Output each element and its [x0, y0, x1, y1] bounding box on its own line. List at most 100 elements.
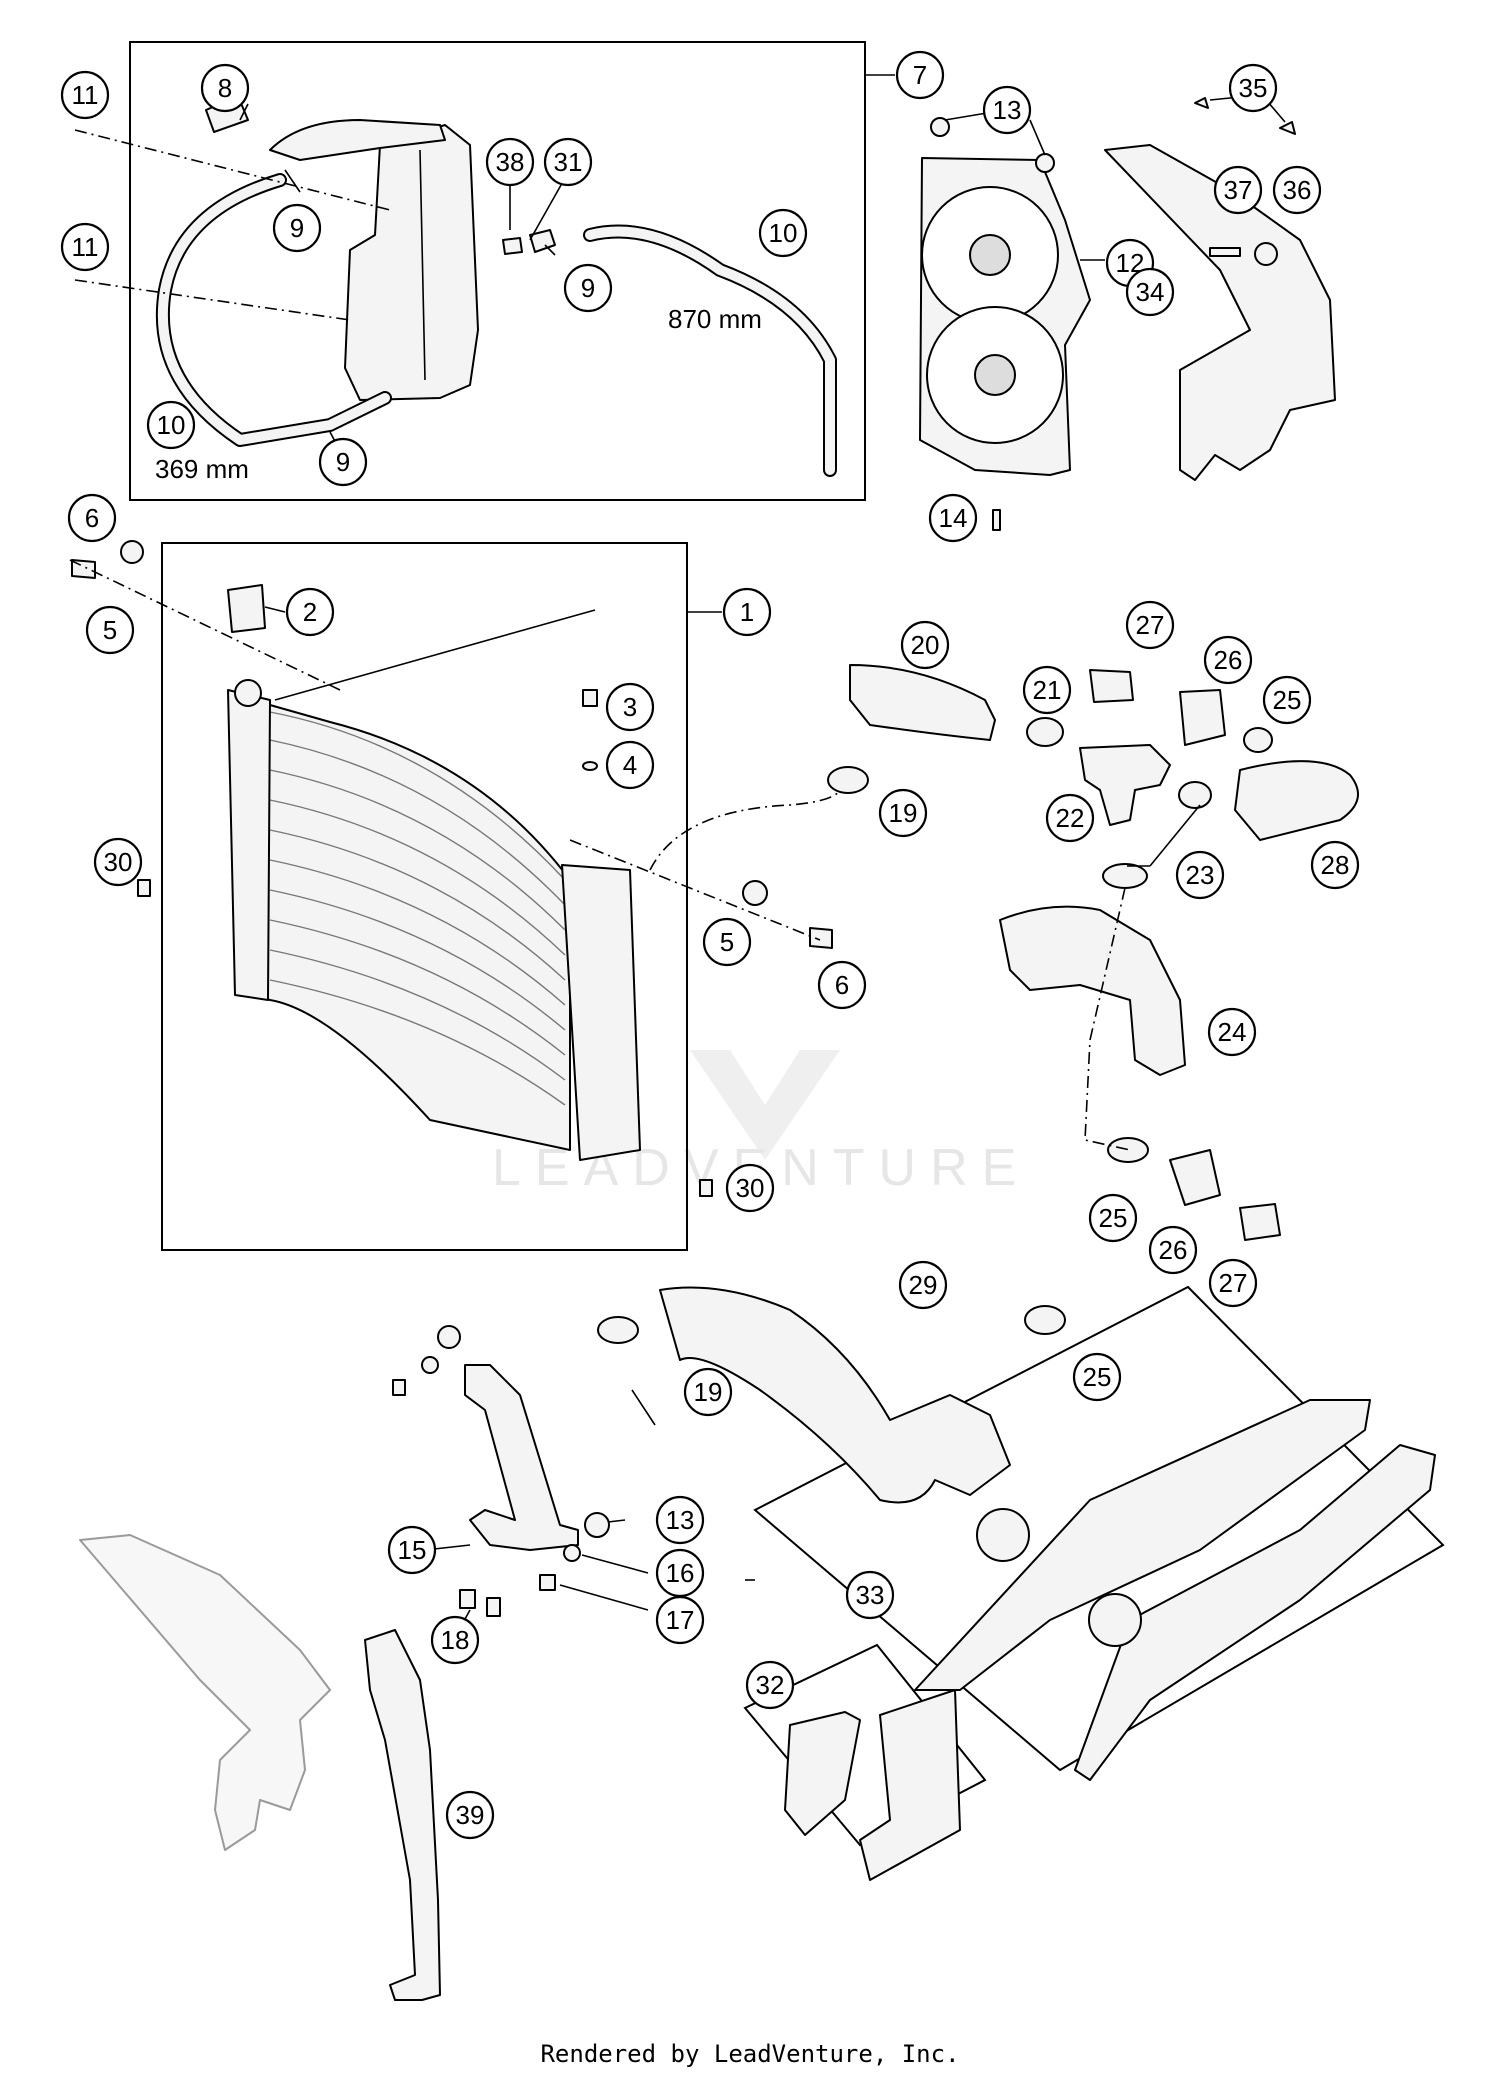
svg-text:4: 4 [623, 750, 637, 780]
callout-29[interactable]: 29 [898, 1260, 948, 1310]
duct-piece-32b[interactable] [859, 1689, 961, 1881]
callout-33[interactable]: 33 [845, 1570, 895, 1620]
bolt-3 [582, 689, 598, 707]
callout-19a[interactable]: 19 [878, 788, 928, 838]
svg-text:13: 13 [666, 1505, 695, 1535]
svg-text:10: 10 [157, 410, 186, 440]
callout-6b[interactable]: 6 [817, 960, 867, 1010]
callout-17[interactable]: 17 [655, 1595, 705, 1645]
hose-clamp-25a [1243, 727, 1273, 753]
callout-13a[interactable]: 13 [982, 85, 1032, 135]
callout-30b[interactable]: 30 [725, 1163, 775, 1213]
svg-text:35: 35 [1239, 73, 1268, 103]
callout-21[interactable]: 21 [1022, 665, 1072, 715]
callout-36[interactable]: 36 [1272, 165, 1322, 215]
hose-28[interactable] [1234, 760, 1359, 841]
callout-5a[interactable]: 5 [85, 605, 135, 655]
callout-15[interactable]: 15 [387, 1525, 437, 1575]
callout-31[interactable]: 31 [543, 137, 593, 187]
air-guide-39[interactable] [364, 1629, 441, 2001]
svg-text:7: 7 [913, 60, 927, 90]
screw-14 [992, 509, 1001, 531]
callout-10a[interactable]: 10 [758, 208, 808, 258]
callout-3[interactable]: 3 [605, 682, 655, 732]
callout-11b[interactable]: 11 [60, 222, 110, 272]
bushing-36 [1254, 242, 1278, 266]
callout-10b[interactable]: 10 [146, 400, 196, 450]
callout-26b[interactable]: 26 [1148, 1225, 1198, 1275]
callout-9b[interactable]: 9 [563, 263, 613, 313]
grommet-13c [437, 1325, 461, 1349]
callout-23[interactable]: 23 [1175, 850, 1225, 900]
svg-text:26: 26 [1214, 645, 1243, 675]
callout-11a[interactable]: 11 [60, 70, 110, 120]
callout-5b[interactable]: 5 [702, 917, 752, 967]
callout-37[interactable]: 37 [1213, 165, 1263, 215]
hose-29[interactable] [659, 1286, 1011, 1504]
svg-text:1: 1 [740, 597, 754, 627]
hose-clamp-21 [1026, 717, 1064, 747]
air-duct-33b[interactable] [1074, 1444, 1436, 1781]
svg-text:16: 16 [666, 1558, 695, 1588]
svg-text:5: 5 [103, 615, 117, 645]
hose-fitting [529, 229, 556, 253]
callout-19b[interactable]: 19 [683, 1367, 733, 1417]
svg-text:30: 30 [736, 1173, 765, 1203]
callout-2[interactable]: 2 [285, 587, 335, 637]
callout-18[interactable]: 18 [430, 1615, 480, 1665]
callout-34[interactable]: 34 [1125, 267, 1175, 317]
svg-text:6: 6 [835, 970, 849, 1000]
screw-18a [459, 1589, 476, 1609]
callout-13b[interactable]: 13 [655, 1495, 705, 1545]
duct-piece-32a[interactable] [784, 1711, 861, 1836]
svg-text:3: 3 [623, 692, 637, 722]
callout-14[interactable]: 14 [928, 493, 978, 543]
callout-16[interactable]: 16 [655, 1548, 705, 1598]
radiator-fan-assembly[interactable] [919, 157, 1091, 476]
callout-25b[interactable]: 25 [1088, 1193, 1138, 1243]
svg-text:24: 24 [1218, 1017, 1247, 1047]
callout-30a[interactable]: 30 [93, 837, 143, 887]
callout-22[interactable]: 22 [1045, 793, 1095, 843]
callout-24[interactable]: 24 [1207, 1007, 1257, 1057]
callout-8[interactable]: 8 [200, 63, 250, 113]
callout-27b[interactable]: 27 [1208, 1258, 1258, 1308]
bushing-5b [742, 880, 768, 906]
expansion-tank[interactable] [269, 119, 479, 401]
callout-32[interactable]: 32 [745, 1660, 795, 1710]
callout-39[interactable]: 39 [445, 1790, 495, 1840]
washer-16a [421, 1356, 439, 1374]
leader-lines [239, 94, 1286, 1629]
hose-length-870: 870 mm [668, 304, 762, 334]
callout-25a[interactable]: 25 [1262, 675, 1312, 725]
hose-24[interactable] [999, 905, 1186, 1076]
callout-27a[interactable]: 27 [1125, 600, 1175, 650]
callout-26a[interactable]: 26 [1203, 635, 1253, 685]
callout-20[interactable]: 20 [900, 620, 950, 670]
radiator-cap[interactable] [227, 584, 266, 633]
bracket-15[interactable] [464, 1364, 579, 1551]
air-duct-33a[interactable] [914, 1399, 1371, 1691]
svg-text:36: 36 [1283, 175, 1312, 205]
callout-1[interactable]: 1 [722, 587, 772, 637]
callout-9c[interactable]: 9 [318, 437, 368, 487]
svg-text:13: 13 [993, 95, 1022, 125]
callout-38[interactable]: 38 [485, 137, 535, 187]
radiator[interactable] [227, 679, 641, 1161]
hose-20[interactable] [849, 664, 996, 741]
callout-28[interactable]: 28 [1310, 840, 1360, 890]
svg-text:2: 2 [303, 597, 317, 627]
thermostat-27b [1239, 1203, 1281, 1241]
svg-text:19: 19 [694, 1377, 723, 1407]
callout-4[interactable]: 4 [605, 740, 655, 790]
t-piece-22[interactable] [1079, 744, 1171, 826]
svg-text:21: 21 [1033, 675, 1062, 705]
callout-35[interactable]: 35 [1228, 63, 1278, 113]
callout-9a[interactable]: 9 [272, 203, 322, 253]
callout-25c[interactable]: 25 [1072, 1352, 1122, 1402]
screw-35a [1194, 97, 1209, 109]
callout-7[interactable]: 7 [895, 50, 945, 100]
side-cover-34[interactable] [1104, 144, 1336, 481]
callout-6a[interactable]: 6 [67, 493, 117, 543]
thermostat-housing-26b [1169, 1149, 1221, 1206]
